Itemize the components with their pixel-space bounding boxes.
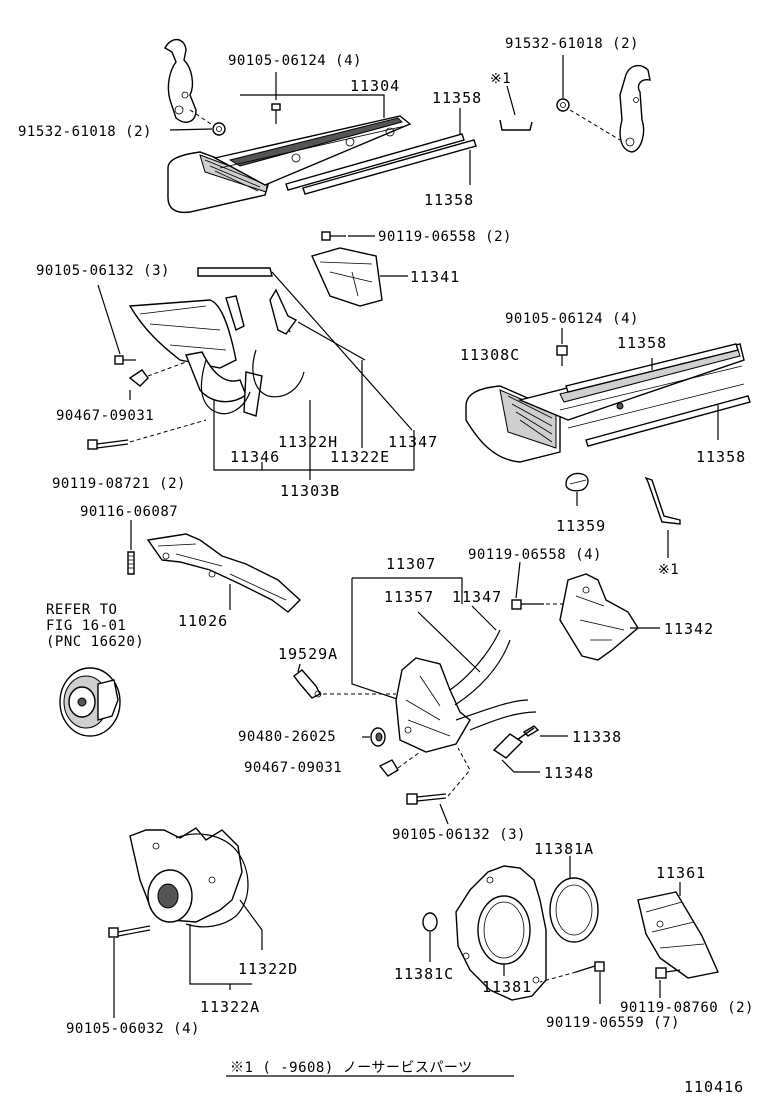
label-90119-08760: 90119-08760 (2)	[620, 1000, 754, 1016]
strip-11322e	[225, 288, 298, 335]
bolt-90105-06132-bot	[406, 793, 447, 805]
washer-right	[556, 98, 570, 112]
clip-90467-09031-b	[378, 759, 399, 777]
bolt-90105-06032	[108, 925, 151, 938]
label-11303b: 11303B	[280, 482, 340, 500]
label-11322e: 11322E	[330, 448, 390, 466]
left-hook-bracket	[164, 38, 197, 123]
seal-11346	[200, 359, 251, 415]
label-11357: 11357	[384, 588, 434, 606]
gasket-11358-top	[285, 133, 477, 195]
label-ref1-top: ※1	[490, 71, 511, 87]
bracket-ref1-top	[499, 119, 533, 131]
label-refer-fig: FIG 16-01	[46, 618, 126, 634]
label-90105-06132-bot: 90105-06132 (3)	[392, 827, 526, 843]
ring-11381c	[422, 912, 438, 932]
label-11361: 11361	[656, 864, 706, 882]
bolt-90105-06124-top	[271, 103, 281, 124]
bolt-90119-06559	[575, 961, 605, 973]
label-11381c: 11381C	[394, 965, 454, 983]
label-90116-06087: 90116-06087	[80, 504, 178, 520]
label-11304: 11304	[350, 77, 400, 95]
label-refer-pnc: (PNC 16620)	[46, 634, 144, 650]
label-11338: 11338	[572, 728, 622, 746]
pin-ref1-mid	[644, 476, 681, 525]
plate-11348	[492, 733, 524, 759]
label-90119-06559: 90119-06559 (7)	[546, 1015, 680, 1031]
bolt-90105-06132-left	[114, 355, 136, 365]
label-90467-09031-b: 90467-09031	[244, 760, 342, 776]
clip-90467-09031-a	[128, 369, 149, 387]
label-11358-d: 11358	[696, 448, 746, 466]
pulley-16620	[59, 667, 121, 737]
label-11346: 11346	[230, 448, 280, 466]
label-11348: 11348	[544, 764, 594, 782]
washer-left	[212, 122, 226, 136]
washer-90480-26025	[370, 727, 386, 747]
label-90105-06124-mid: 90105-06124 (4)	[505, 311, 639, 327]
bolt-90105-06124-mid	[556, 345, 568, 366]
label-90467-09031-a: 90467-09031	[56, 408, 154, 424]
label-91532-61018-left: 91532-61018 (2)	[18, 124, 152, 140]
grommet-11359	[565, 472, 589, 492]
stud-90116-06087	[127, 551, 135, 575]
gasket-11322d	[175, 833, 249, 928]
seal-11381a	[549, 877, 599, 943]
head-cover-11304	[167, 115, 412, 214]
label-90105-06032: 90105-06032 (4)	[66, 1021, 200, 1037]
label-11322h: 11322H	[278, 433, 338, 451]
label-11358-a: 11358	[432, 89, 482, 107]
label-90105-06132-left: 90105-06132 (3)	[36, 263, 170, 279]
label-11358-b: 11358	[424, 191, 474, 209]
label-90119-06558-top: 90119-06558 (2)	[378, 229, 512, 245]
label-90119-06558-mid: 90119-06558 (4)	[468, 547, 602, 563]
label-11322d: 11322D	[238, 960, 298, 978]
label-11308c: 11308C	[460, 346, 520, 364]
cover-11303b	[128, 299, 263, 417]
label-11026: 11026	[178, 612, 228, 630]
bolt-90119-06558-mid	[511, 599, 544, 610]
label-refer-to: REFER TO	[46, 602, 117, 618]
label-11347-a: 11347	[388, 433, 438, 451]
retainer-11381	[455, 865, 547, 1001]
seal-11357	[449, 629, 511, 706]
footnote-text: ※1 ( -9608) ノーサービスパーツ	[230, 1060, 473, 1076]
bolt-90119-08721	[87, 439, 129, 450]
label-11381a: 11381A	[534, 840, 594, 858]
label-90480-26025: 90480-26025	[238, 729, 336, 745]
label-90119-08721: 90119-08721 (2)	[52, 476, 186, 492]
label-11342: 11342	[664, 620, 714, 638]
label-11358-c: 11358	[617, 334, 667, 352]
right-hook-bracket	[619, 64, 651, 153]
label-91532-61018-right: 91532-61018 (2)	[505, 36, 639, 52]
label-11359: 11359	[556, 517, 606, 535]
label-11347-b: 11347	[452, 588, 502, 606]
label-90105-06124-top: 90105-06124 (4)	[228, 53, 362, 69]
label-11322a: 11322A	[200, 998, 260, 1016]
strip-11347-top	[197, 267, 273, 277]
label-11341: 11341	[410, 268, 460, 286]
cover-11342	[559, 573, 639, 661]
bolt-90119-06558-top	[321, 231, 346, 241]
cover-11341	[311, 247, 383, 307]
figure-number: 110416	[684, 1078, 744, 1096]
label-11381: 11381	[482, 978, 532, 996]
seal-11347-mid	[455, 699, 537, 731]
label-19529a: 19529A	[278, 645, 338, 663]
plate-11026	[146, 533, 302, 613]
cover-11361	[637, 891, 719, 979]
label-ref1-mid: ※1	[658, 562, 679, 578]
bolt-90119-08760	[655, 967, 681, 979]
cover-11307	[395, 657, 471, 753]
label-11307: 11307	[386, 555, 436, 573]
cover-11322a	[129, 827, 243, 923]
sensor-19529a	[293, 669, 322, 699]
